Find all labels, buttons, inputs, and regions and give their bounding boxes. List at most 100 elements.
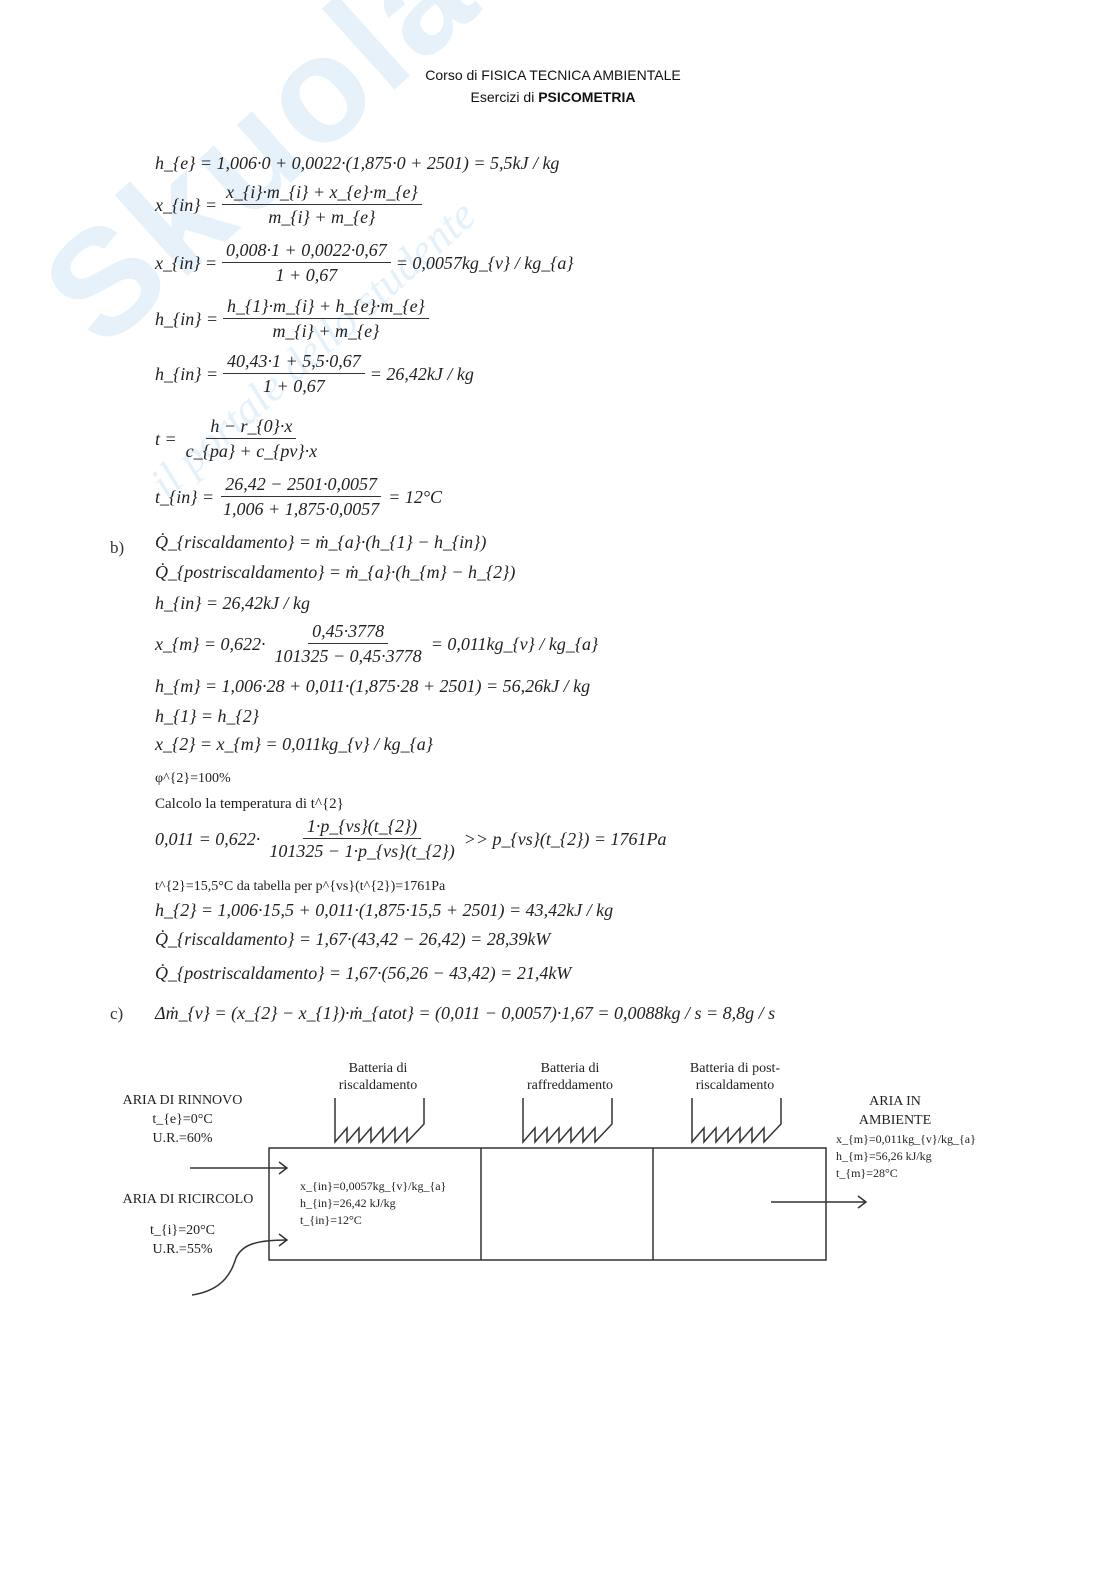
equation-lhs: h_{1} = h_{2} <box>155 706 259 726</box>
equation-lhs: h_{2} = 1,006·15,5 + 0,011·(1,875·15,5 +… <box>155 900 614 920</box>
fraction: 1·p_{vs}(t_{2})101325 − 1·p_{vs}(t_{2}) <box>265 814 458 864</box>
numerator: 26,42 − 2501·0,0057 <box>221 472 381 497</box>
outlet-h: h_{m}=56,26 kJ/kg <box>836 1149 932 1163</box>
mix-t: t_{in}=12°C <box>300 1213 362 1227</box>
equation-line: h_{m} = 1,006·28 + 0,011·(1,875·28 + 250… <box>155 675 590 697</box>
equation-lhs: t^{2}=15,5°C da tabella per p^{vs}(t^{2}… <box>155 879 446 894</box>
mix-x: x_{in}=0,0057kg_{v}/kg_{a} <box>300 1179 447 1193</box>
equation-line: Calcolo la temperatura di t^{2} <box>155 793 344 815</box>
numerator: 1·p_{vs}(t_{2}) <box>302 814 422 839</box>
equation-line: Q̇_{postriscaldamento} = 1,67·(56,26 − 4… <box>155 962 571 984</box>
equation-rhs: >> p_{vs}(t_{2}) = 1761Pa <box>463 829 667 849</box>
equation-lhs: Q̇_{postriscaldamento} = 1,67·(56,26 − 4… <box>155 963 572 983</box>
denominator: 101325 − 1·p_{vs}(t_{2}) <box>269 841 455 861</box>
equation-lhs: h_{in} = 26,42kJ / kg <box>155 593 311 613</box>
subtitle-prefix: Esercizi di <box>470 89 539 105</box>
subtitle-topic: PSICOMETRIA <box>538 89 636 105</box>
arrow-icon-rinnovo <box>190 1161 289 1175</box>
ricircolo-title: ARIA DI RICIRCOLO <box>122 1192 254 1207</box>
numerator: 0,008·1 + 0,0022·0,67 <box>222 238 391 263</box>
equation-line: 0,011 = 0,622·1·p_{vs}(t_{2})101325 − 1·… <box>155 814 666 864</box>
ricircolo-info: t_{i}=20°C U.R.=55% <box>105 1221 260 1259</box>
denominator: m_{i} + m_{e} <box>272 321 380 341</box>
subtitle: Esercizi di PSICOMETRIA <box>0 89 1106 105</box>
equation-line: Q̇_{postriscaldamento} = ṁ_{a}·(h_{m} − … <box>155 561 515 583</box>
mix-info: x_{in}=0,0057kg_{v}/kg_{a} h_{in}=26,42 … <box>300 1178 446 1229</box>
equation-lhs: x_{2} = x_{m} = 0,011kg_{v} / kg_{a} <box>155 734 433 754</box>
equation-lhs: Q̇_{postriscaldamento} = ṁ_{a}·(h_{m} − … <box>155 562 516 582</box>
equation-lhs: t = <box>155 429 177 449</box>
numerator: 40,43·1 + 5,5·0,67 <box>223 349 365 374</box>
outlet-title: ARIA IN AMBIENTE <box>845 1092 945 1130</box>
equation-lhs: h_{e} = 1,006·0 + 0,0022·(1,875·0 + 2501… <box>155 153 560 173</box>
equation-line: h_{in} = 26,42kJ / kg <box>155 592 310 614</box>
unit-box <box>268 1147 827 1261</box>
section-label-c: c) <box>110 1004 124 1023</box>
equation-line: Q̇_{riscaldamento} = 1,67·(43,42 − 26,42… <box>155 928 550 950</box>
equation-lhs: x_{in} = <box>155 195 218 215</box>
equation-lhs: φ^{2}=100% <box>155 771 231 786</box>
equation-lhs: h_{in} = <box>155 309 219 329</box>
equation-line: h_{in} =h_{1}·m_{i} + h_{e}·m_{e}m_{i} +… <box>155 294 434 344</box>
numerator: h_{1}·m_{i} + h_{e}·m_{e} <box>223 294 429 319</box>
outlet-info: x_{m}=0,011kg_{v}/kg_{a} h_{m}=56,26 kJ/… <box>836 1131 976 1182</box>
equation-lhs: x_{in} = <box>155 253 218 273</box>
mix-h: h_{in}=26,42 kJ/kg <box>300 1196 396 1210</box>
equation-lhs: Δṁ_{v} = (x_{2} − x_{1})·ṁ_{atot} = (0,0… <box>155 1003 776 1023</box>
equation-line: Δṁ_{v} = (x_{2} − x_{1})·ṁ_{atot} = (0,0… <box>155 1002 775 1024</box>
coil2-label: Batteria di raffreddamento <box>526 1061 614 1093</box>
equation-rhs: = 0,011kg_{v} / kg_{a} <box>430 634 599 654</box>
equation-lhs: h_{in} = <box>155 364 219 384</box>
equation-lhs: Calcolo la temperatura di t^{2} <box>155 796 344 812</box>
outlet-t: t_{m}=28°C <box>836 1166 898 1180</box>
equation-line: h_{1} = h_{2} <box>155 705 259 727</box>
denominator: m_{i} + m_{e} <box>268 207 376 227</box>
equation-lhs: x_{m} = 0,622· <box>155 634 266 654</box>
equation-line: x_{in} =x_{i}·m_{i} + x_{e}·m_{e}m_{i} +… <box>155 180 427 230</box>
ricircolo-temp: t_{i}=20°C <box>149 1223 216 1238</box>
reheating-coil-icon <box>691 1098 782 1145</box>
heating-coil-icon <box>334 1098 425 1145</box>
cooling-coil-icon <box>522 1098 613 1145</box>
denominator: 101325 − 0,45·3778 <box>274 646 422 666</box>
equation-rhs: = 12°C <box>388 487 443 507</box>
section-label-b: b) <box>110 538 125 557</box>
denominator: 1,006 + 1,875·0,0057 <box>223 499 380 519</box>
outlet-title-2: AMBIENTE <box>858 1113 932 1128</box>
equation-lhs: Q̇_{riscaldamento} = ṁ_{a}·(h_{1} − h_{i… <box>155 532 487 552</box>
equation-line: h_{2} = 1,006·15,5 + 0,011·(1,875·15,5 +… <box>155 899 613 921</box>
denominator: 1 + 0,67 <box>275 265 338 285</box>
equation-lhs: t_{in} = <box>155 487 215 507</box>
rinnovo-temp: t_{e}=0°C <box>152 1112 213 1127</box>
denominator: 1 + 0,67 <box>263 376 325 396</box>
rinnovo-ur: U.R.=60% <box>152 1131 213 1146</box>
fraction: x_{i}·m_{i} + x_{e}·m_{e}m_{i} + m_{e} <box>222 180 422 230</box>
coil1-label: Batteria di riscaldamento <box>338 1061 418 1093</box>
numerator: h − r_{0}·x <box>206 414 297 439</box>
coil3-label: Batteria di post-riscaldamento <box>689 1061 781 1093</box>
ricircolo-ur: U.R.=55% <box>152 1242 213 1257</box>
arrow-icon-ricircolo <box>191 1233 289 1296</box>
equation-line: t^{2}=15,5°C da tabella per p^{vs}(t^{2}… <box>155 876 445 898</box>
numerator: x_{i}·m_{i} + x_{e}·m_{e} <box>222 180 422 205</box>
course-title: Corso di FISICA TECNICA AMBIENTALE <box>425 67 681 83</box>
equation-lhs: h_{m} = 1,006·28 + 0,011·(1,875·28 + 250… <box>155 676 591 696</box>
fraction: h_{1}·m_{i} + h_{e}·m_{e}m_{i} + m_{e} <box>223 294 429 344</box>
equation-lhs: Q̇_{riscaldamento} = 1,67·(43,42 − 26,42… <box>155 929 551 949</box>
equation-rhs: = 26,42kJ / kg <box>369 364 474 384</box>
equation-line: φ^{2}=100% <box>155 768 231 790</box>
outlet-x: x_{m}=0,011kg_{v}/kg_{a} <box>836 1132 976 1146</box>
arrow-icon-outlet <box>771 1195 868 1209</box>
equation-lhs: 0,011 = 0,622· <box>155 829 261 849</box>
rinnovo-title: ARIA DI RINNOVO <box>122 1093 243 1108</box>
